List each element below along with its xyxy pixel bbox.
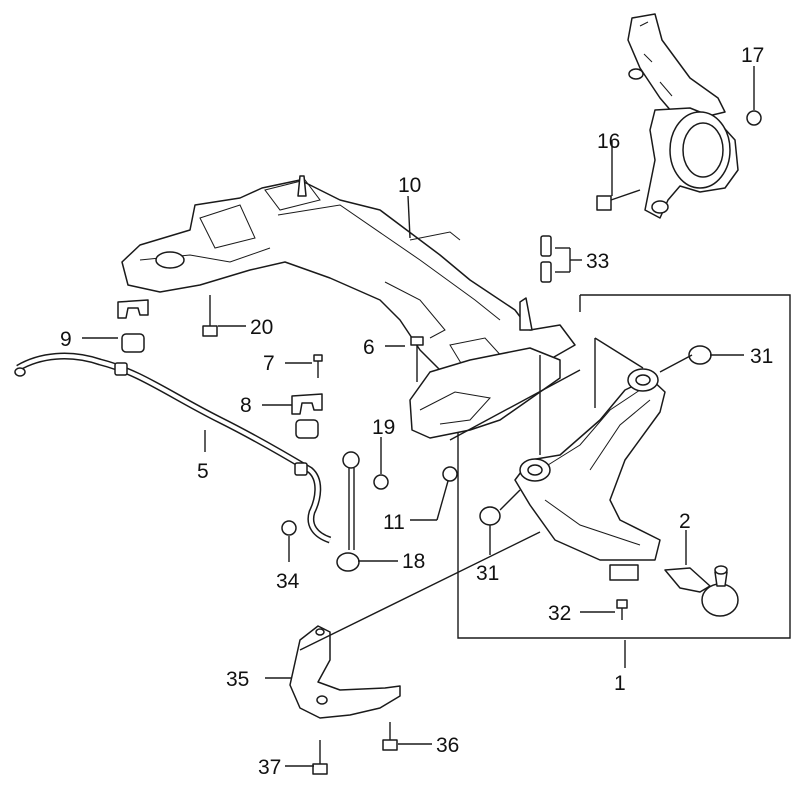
bolt-20 bbox=[202, 295, 218, 337]
sleeves-33 bbox=[540, 235, 552, 283]
label-16: 16 bbox=[597, 130, 620, 153]
label-8: 8 bbox=[240, 394, 252, 417]
label-32: 32 bbox=[548, 602, 571, 625]
label-31-lower: 31 bbox=[476, 562, 499, 585]
label-17: 17 bbox=[741, 44, 764, 67]
bolt-16 bbox=[596, 189, 641, 211]
label-9: 9 bbox=[60, 328, 72, 351]
nut-11 bbox=[442, 466, 458, 482]
steering-knuckle bbox=[627, 13, 739, 219]
bolt-36 bbox=[382, 722, 398, 751]
stabilizer-bar bbox=[14, 352, 332, 544]
label-2: 2 bbox=[679, 510, 691, 533]
label-35: 35 bbox=[226, 668, 249, 691]
bushing-31-upper bbox=[688, 345, 712, 365]
stabilizer-link-18 bbox=[336, 451, 360, 572]
label-11: 11 bbox=[383, 511, 405, 534]
group-box-1 bbox=[457, 294, 791, 639]
label-31-upper: 31 bbox=[750, 345, 773, 368]
nut-34 bbox=[281, 520, 297, 536]
bushing-31-lower bbox=[479, 506, 501, 526]
label-6: 6 bbox=[363, 336, 375, 359]
lower-control-arm bbox=[514, 368, 666, 581]
nut-19 bbox=[373, 474, 389, 490]
bushing-bracket-8 bbox=[291, 393, 323, 439]
label-34: 34 bbox=[276, 570, 300, 593]
label-19: 19 bbox=[372, 416, 395, 439]
part-number-labels: 1 2 5 6 7 8 9 10 11 16 17 18 19 20 31 31… bbox=[60, 44, 773, 779]
label-36: 36 bbox=[436, 734, 459, 757]
label-18: 18 bbox=[402, 550, 425, 573]
bushing-bracket-9 bbox=[117, 299, 149, 353]
leader-lines bbox=[82, 66, 755, 767]
bolt-32 bbox=[616, 599, 628, 620]
bolt-37 bbox=[312, 740, 328, 775]
crossmember bbox=[121, 175, 576, 439]
bolt-7 bbox=[313, 354, 323, 378]
label-20: 20 bbox=[250, 316, 273, 339]
label-7: 7 bbox=[263, 352, 275, 375]
label-5: 5 bbox=[197, 460, 209, 483]
ball-joint bbox=[664, 565, 739, 617]
label-10: 10 bbox=[398, 174, 421, 197]
nut-17 bbox=[746, 110, 762, 126]
label-37: 37 bbox=[258, 756, 281, 779]
label-33: 33 bbox=[586, 250, 609, 273]
bolt-6 bbox=[410, 336, 424, 382]
label-1: 1 bbox=[614, 672, 626, 695]
bracket-35 bbox=[289, 625, 401, 719]
